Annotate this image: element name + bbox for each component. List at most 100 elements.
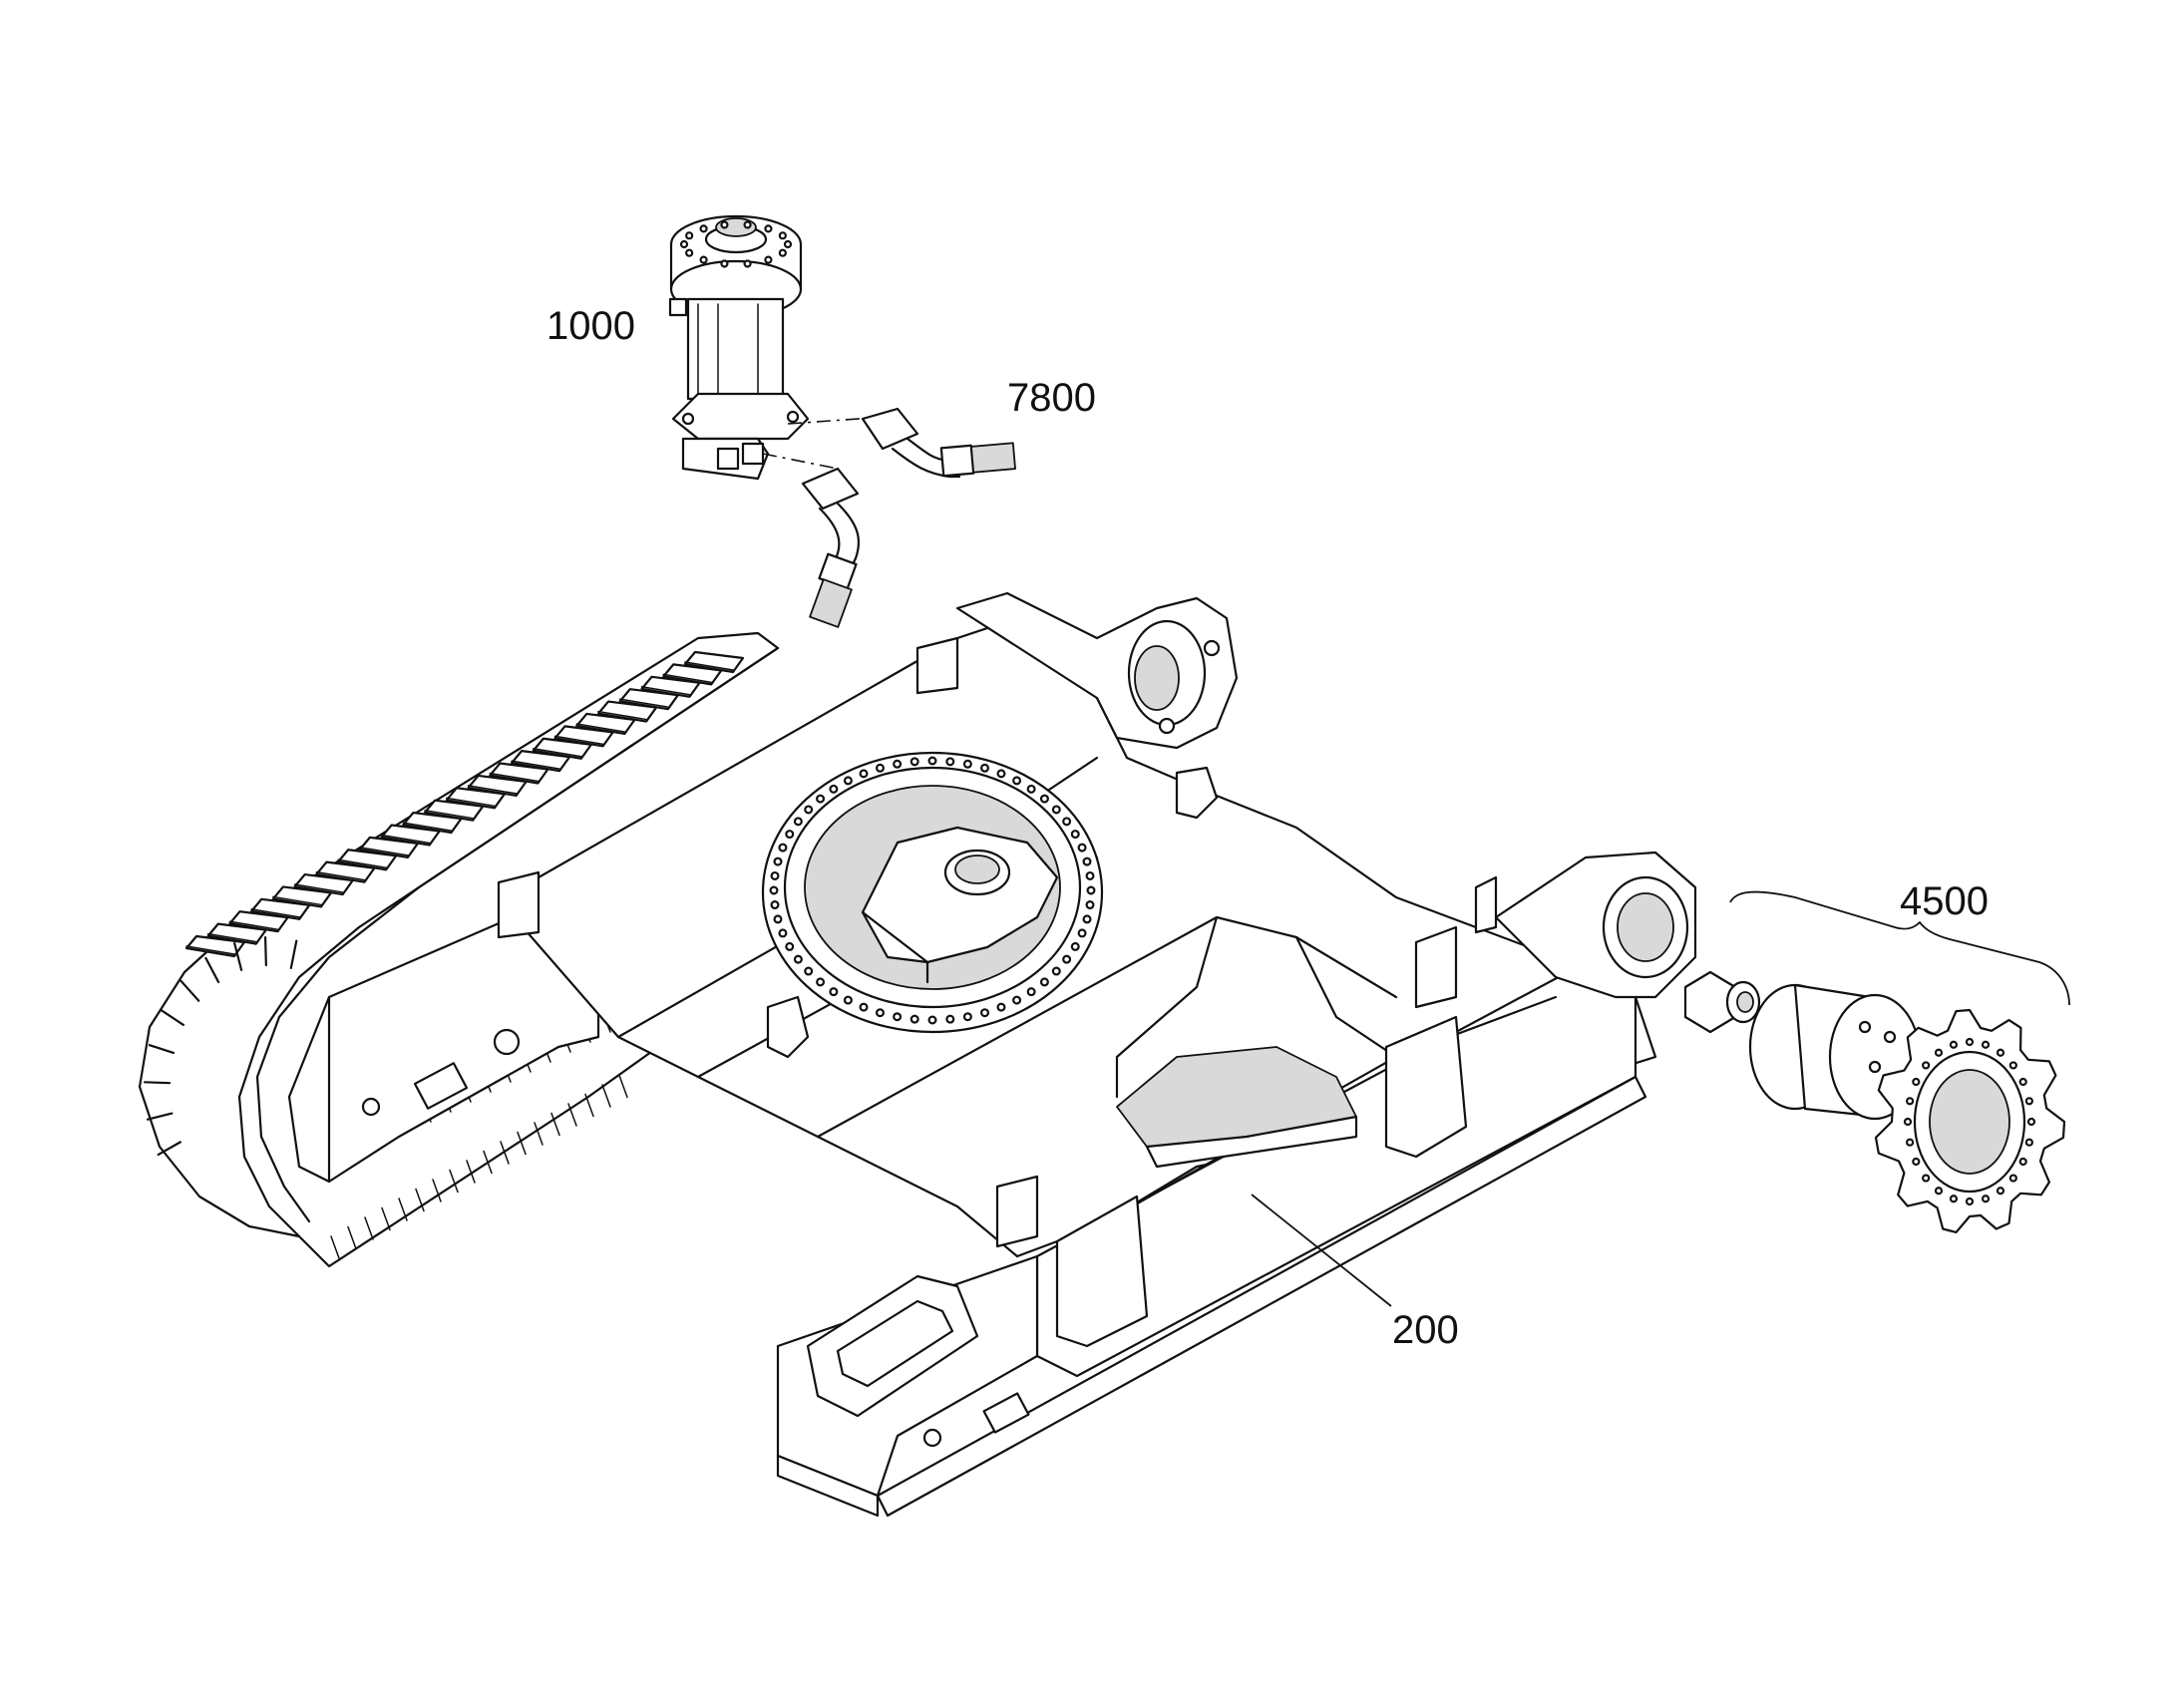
ring-bolt-hole [909, 757, 919, 767]
track-link [381, 1206, 391, 1231]
lifting-eye-left [766, 995, 810, 1059]
sprocket-hole [1912, 1077, 1921, 1087]
track-shoe [445, 787, 506, 810]
track-link [415, 1188, 425, 1212]
track-shoe-curve [289, 939, 298, 970]
flange-bolt [720, 259, 729, 268]
ring-bolt-hole [1051, 966, 1061, 976]
sprocket-hole [2024, 1138, 2033, 1147]
flange-bolt [699, 255, 708, 264]
sprocket-hole [2018, 1157, 2027, 1167]
ring-bolt-hole [893, 759, 903, 769]
callout-1000: 1000 [546, 304, 635, 348]
track-shoe [250, 897, 311, 920]
ring-bolt-hole [1012, 776, 1022, 786]
track-shoe [424, 799, 485, 822]
ring-bolt-hole [770, 900, 780, 910]
front-hole [922, 1428, 942, 1448]
track-shoe [489, 762, 549, 785]
ring-bolt-hole [843, 995, 853, 1005]
ring-bolt-hole [1062, 817, 1072, 827]
ring-bolt-hole [893, 1012, 903, 1022]
side-frame-hole [361, 1097, 381, 1117]
track-shoe [553, 725, 614, 748]
slewing-ring [761, 751, 1104, 1034]
sprocket-hole [1906, 1138, 1915, 1147]
track-shoe-edge [467, 785, 518, 795]
ring-bolt-hole [1085, 870, 1095, 880]
ring-bolt-hole [1082, 856, 1092, 866]
front-slot [982, 1392, 1030, 1434]
ring-bolt-hole [773, 914, 783, 924]
sprocket-hole [1903, 1117, 1913, 1127]
track-shoe [618, 688, 679, 711]
track-shoe-curve [180, 979, 200, 1002]
track-shoe-edge [337, 858, 387, 869]
sprocket-hole [1912, 1157, 1921, 1167]
flange-bolt [783, 239, 793, 249]
track-shoe [532, 737, 592, 760]
track-shoe-edge [228, 920, 279, 930]
track-link [398, 1197, 408, 1221]
track-shoe [271, 885, 333, 908]
ring-bolt-hole [1077, 928, 1087, 938]
sprocket-hole [1922, 1174, 1931, 1183]
ring-bolt-hole [859, 1002, 869, 1012]
callout-200: 200 [1392, 1308, 1459, 1352]
slewing-ring-bolt-holes [769, 756, 1096, 1025]
flange-bolt [764, 255, 773, 264]
ring-bolt-hole [816, 977, 826, 987]
travel-motor-small [1683, 970, 1761, 1034]
sprocket-hole [1981, 1040, 1991, 1049]
callout-4500: 4500 [1900, 879, 1989, 923]
track-shoe-curve [143, 1081, 172, 1085]
ring-bolt-hole [1051, 805, 1061, 815]
ring-bolt-hole [785, 830, 795, 840]
undercarriage-frame [287, 591, 1697, 1518]
track-shoe-edge [402, 822, 453, 832]
ring-bolt-hole [773, 856, 783, 866]
ring-bolt-hole [829, 987, 839, 997]
sprocket-hole [1906, 1097, 1915, 1106]
track-shoe-edge [315, 870, 366, 881]
track-shoe [402, 811, 463, 835]
track-shoe-curve [148, 1044, 176, 1055]
track-shoe [683, 650, 745, 674]
ring-bolt-hole [770, 870, 780, 880]
flange-bolt [778, 248, 787, 257]
swivel-joint [668, 214, 810, 481]
track-shoe [467, 774, 528, 798]
sprocket-hole [1996, 1048, 2005, 1057]
ring-bolt-hole [1012, 995, 1022, 1005]
track-link [601, 1084, 611, 1108]
track-shoe-curve [204, 956, 220, 984]
sprocket-hole [1934, 1048, 1944, 1057]
track-shoe-edge [575, 723, 626, 733]
ring-bolt-hole [785, 941, 795, 951]
track-shoe-edge [380, 834, 431, 845]
ring-bolt-hole [1070, 941, 1080, 951]
ring-bolt-hole [793, 817, 803, 827]
flange-bolt [778, 231, 787, 240]
track-shoe [596, 700, 658, 723]
flange-bolt [743, 259, 752, 268]
sprocket-hole [2008, 1061, 2017, 1070]
travel-gearbox [1748, 983, 1922, 1121]
ring-bolt-hole [996, 1002, 1006, 1012]
ring-bolt-hole [945, 1014, 955, 1024]
track-shoe-edge [597, 710, 647, 721]
ring-bolt-hole [875, 763, 885, 773]
ring-bolt-hole [1077, 843, 1087, 853]
track-shoe [640, 675, 701, 698]
callout-leader-200 [1251, 1194, 1392, 1307]
track-shoe-edge [511, 760, 560, 770]
ring-bolt-hole [1085, 900, 1095, 910]
sprocket-hole [1922, 1061, 1931, 1070]
track-link [550, 1112, 560, 1137]
ring-bolt-hole [962, 759, 972, 769]
ring-bolt-hole [804, 966, 814, 976]
ring-bolt-hole [778, 928, 788, 938]
swivel-flange-bolts [679, 220, 793, 268]
track-link [330, 1235, 340, 1259]
callout-7800: 7800 [1007, 376, 1096, 420]
